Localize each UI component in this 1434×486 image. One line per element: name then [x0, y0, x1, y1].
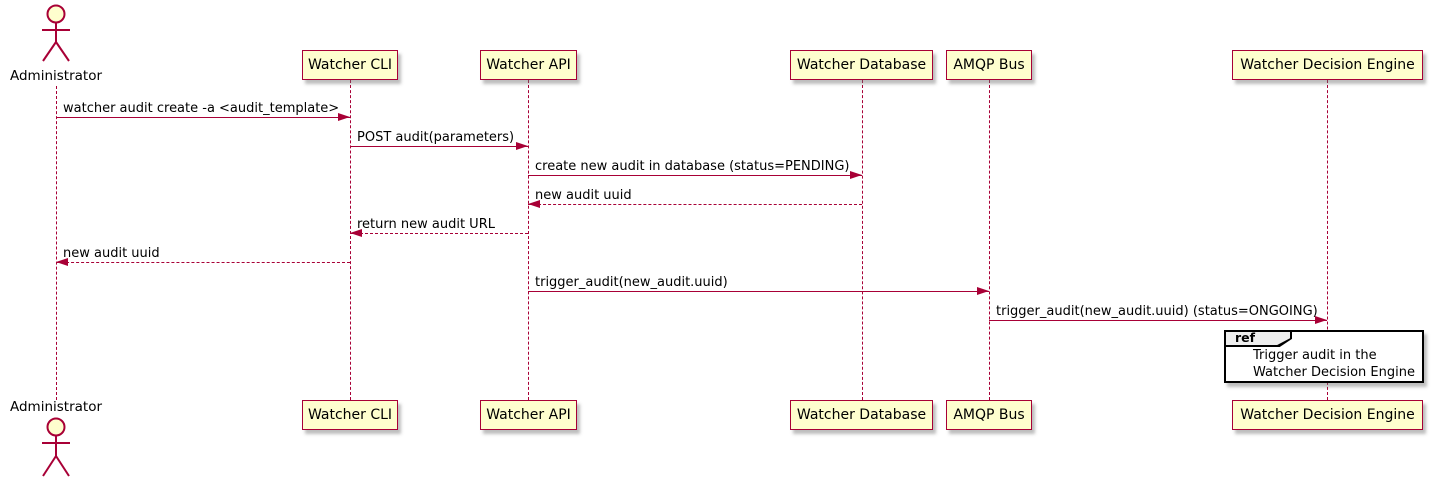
participant-label: AMQP Bus — [953, 57, 1025, 73]
message-label: watcher audit create -a <audit_template> — [63, 101, 340, 116]
actor-label: Administrator — [9, 68, 103, 84]
participant-watcher-api-top: Watcher API — [480, 50, 577, 80]
lifeline-watcher-cli — [350, 80, 351, 400]
lifeline-amqp-bus — [989, 80, 990, 400]
ref-text-line: Watcher Decision Engine — [1253, 365, 1415, 380]
actor-icon — [42, 4, 70, 62]
message-arrowhead — [1315, 316, 1327, 324]
participant-amqp-bus-bottom: AMQP Bus — [946, 400, 1032, 430]
participant-watcher-cli-top: Watcher CLI — [302, 50, 398, 80]
ref-tab: ref — [1224, 330, 1292, 347]
lifeline-watcher-decision-engine — [1327, 80, 1328, 400]
participant-label: Watcher Decision Engine — [1240, 57, 1415, 73]
lifeline-watcher-database — [862, 80, 863, 400]
participant-amqp-bus-top: AMQP Bus — [946, 50, 1032, 80]
message-line — [56, 117, 350, 118]
participant-watcher-cli-bottom: Watcher CLI — [302, 400, 398, 430]
message-label: new audit uuid — [535, 188, 632, 203]
message-label: create new audit in database (status=PEN… — [535, 159, 850, 174]
actor-icon — [42, 417, 70, 477]
message-arrowhead — [338, 113, 350, 121]
message-label: trigger_audit(new_audit.uuid) — [535, 275, 728, 290]
participant-watcher-database-top: Watcher Database — [790, 50, 933, 80]
participant-label: Watcher CLI — [307, 407, 393, 423]
participant-watcher-database-bottom: Watcher Database — [790, 400, 933, 430]
ref-text-line: Trigger audit in the — [1253, 348, 1377, 363]
participant-label: Watcher API — [486, 57, 571, 73]
message-line — [528, 204, 862, 205]
lifeline-administrator — [56, 86, 57, 400]
participant-watcher-decision-engine-top: Watcher Decision Engine — [1232, 50, 1423, 80]
participant-label: AMQP Bus — [953, 407, 1025, 423]
participant-label: Watcher Database — [796, 57, 927, 73]
message-arrowhead — [528, 200, 540, 208]
message-arrowhead — [350, 229, 362, 237]
participant-watcher-decision-engine-bottom: Watcher Decision Engine — [1232, 400, 1423, 430]
actor-label: Administrator — [9, 399, 103, 415]
participant-label: Watcher Database — [796, 407, 927, 423]
message-line — [528, 175, 862, 176]
message-line — [989, 320, 1327, 321]
lifeline-watcher-api — [528, 80, 529, 400]
message-arrowhead — [977, 287, 989, 295]
ref-keyword: ref — [1235, 330, 1256, 345]
message-label: POST audit(parameters) — [357, 130, 515, 145]
message-line — [56, 262, 350, 263]
message-label: new audit uuid — [63, 246, 160, 261]
message-arrowhead — [516, 142, 528, 150]
message-arrowhead — [850, 171, 862, 179]
message-label: trigger_audit(new_audit.uuid) (status=ON… — [996, 304, 1318, 319]
message-label: return new audit URL — [357, 217, 495, 232]
message-line — [350, 233, 528, 234]
participant-label: Watcher API — [486, 407, 571, 423]
participant-label: Watcher CLI — [307, 57, 393, 73]
message-line — [350, 146, 528, 147]
message-line — [528, 291, 989, 292]
message-arrowhead — [56, 258, 68, 266]
participant-label: Watcher Decision Engine — [1240, 407, 1415, 423]
participant-watcher-api-bottom: Watcher API — [480, 400, 577, 430]
ref-tab-fill — [1226, 332, 1290, 345]
